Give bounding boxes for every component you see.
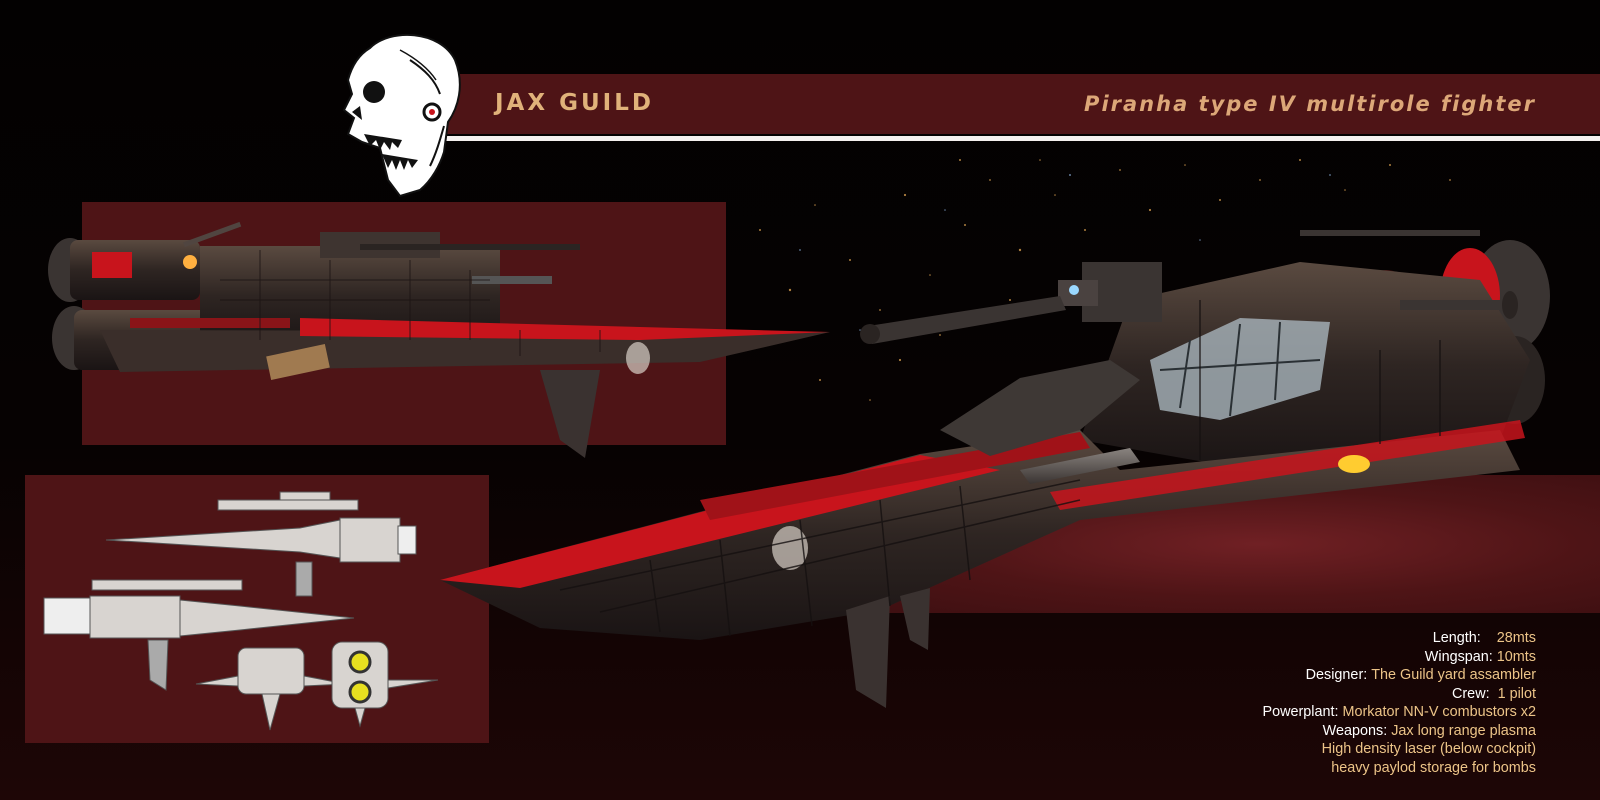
spec-crew: Crew: 1 pilot (1452, 685, 1536, 702)
spec-length: Length: 28mts (1432, 630, 1536, 646)
ship-orthographic-views (43, 491, 439, 731)
spec-weapons-3: heavy paylod storage for bombs (1331, 759, 1536, 776)
header-bar (440, 74, 1600, 134)
ship-side-view (48, 221, 830, 458)
guild-name: JAX GUILD (495, 90, 654, 116)
spec-weapons: Weapons: Jax long range plasma (1322, 722, 1536, 739)
ship-perspective-render (440, 230, 1550, 708)
header-divider (440, 136, 1600, 141)
spec-powerplant: Powerplant: Morkator NN-V combustors x2 (1262, 704, 1536, 720)
spec-weapons-2: High density laser (below cockpit) (1321, 741, 1536, 757)
spec-wingspan: Wingspan: 10mts (1424, 648, 1536, 665)
spec-designer: Designer: The Guild yard assambler (1305, 667, 1536, 683)
skull-logo (342, 33, 461, 198)
ship-title: Piranha type IV multirole fighter (1084, 92, 1536, 116)
spec-list: Length: 28mts Wingspan: 10mts Designer: … (1262, 629, 1536, 777)
